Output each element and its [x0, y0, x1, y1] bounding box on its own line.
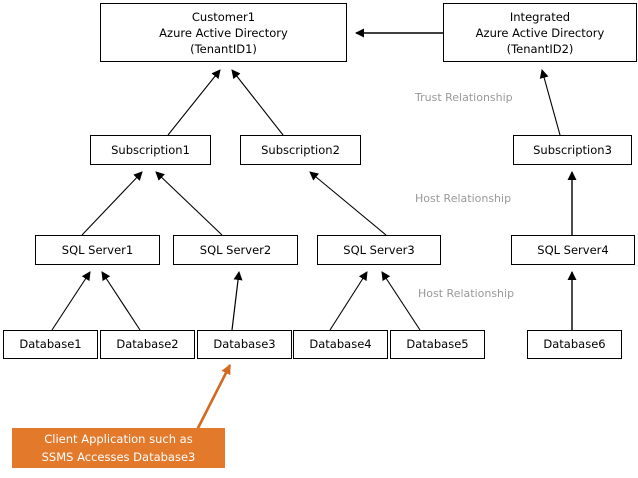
node-database2-label: Database2 — [116, 337, 179, 351]
node-integrated-aad-line1: Integrated — [509, 9, 571, 24]
node-database4-label: Database4 — [309, 337, 372, 351]
edge-sqlserver1-to-subscription1 — [81, 171, 143, 236]
edge-sqlserver3-to-subscription2 — [309, 171, 387, 236]
edge-label-trust-relationship: Trust Relationship — [415, 91, 513, 104]
node-subscription3-label: Subscription3 — [533, 142, 612, 157]
node-sql-server1-label: SQL Server1 — [61, 242, 134, 257]
edge-subscription1-to-customer — [167, 69, 221, 136]
node-integrated-aad-line2: Azure Active Directory — [475, 25, 605, 40]
node-customer-aad-line1: Customer1 — [191, 9, 256, 24]
node-database4[interactable]: Database4 — [293, 330, 388, 359]
node-sql-server3-label: SQL Server3 — [343, 242, 415, 257]
edge-database5-to-sqlserver3 — [381, 271, 421, 331]
node-integrated-aad[interactable]: Integrated Azure Active Directory (Tenan… — [443, 3, 637, 62]
node-database5[interactable]: Database5 — [390, 330, 485, 359]
node-database6[interactable]: Database6 — [527, 330, 622, 359]
edge-subscription3-to-integrated — [539, 69, 561, 136]
node-subscription3[interactable]: Subscription3 — [513, 135, 632, 165]
node-customer-aad-line3: (TenantID1) — [190, 41, 257, 56]
node-database5-label: Database5 — [406, 337, 469, 351]
node-subscription2[interactable]: Subscription2 — [240, 135, 361, 165]
edge-sqlserver2-to-subscription1 — [155, 171, 223, 236]
edge-label-host-relationship-lower: Host Relationship — [418, 287, 515, 300]
node-sql-server2[interactable]: SQL Server2 — [173, 235, 298, 265]
node-sql-server4-label: SQL Server4 — [537, 242, 609, 257]
edge-callout-to-database3 — [194, 364, 232, 433]
edge-database2-to-sqlserver1 — [101, 271, 141, 331]
edge-label-host-relationship-upper: Host Relationship — [415, 192, 512, 205]
node-sql-server3[interactable]: SQL Server3 — [317, 235, 441, 265]
node-subscription1[interactable]: Subscription1 — [90, 135, 211, 165]
node-customer-aad-line2: Azure Active Directory — [159, 25, 288, 40]
callout-line2: SSMS Accesses Database3 — [41, 450, 196, 464]
node-database6-label: Database6 — [543, 337, 606, 351]
node-sql-server1[interactable]: SQL Server1 — [35, 235, 160, 265]
node-database2[interactable]: Database2 — [100, 330, 195, 359]
node-sql-server4[interactable]: SQL Server4 — [511, 235, 635, 265]
edge-database1-to-sqlserver1 — [51, 271, 91, 331]
node-sql-server2-label: SQL Server2 — [199, 242, 272, 257]
node-customer-aad[interactable]: Customer1 Azure Active Directory (Tenant… — [100, 3, 347, 62]
callout-line1: Client Application such as — [44, 432, 193, 446]
edge-database3-to-sqlserver2 — [231, 271, 243, 331]
node-database3[interactable]: Database3 — [197, 330, 292, 359]
node-database1-label: Database1 — [19, 337, 82, 351]
edge-subscription2-to-customer — [231, 69, 284, 136]
node-subscription1-label: Subscription1 — [111, 142, 190, 157]
node-database1[interactable]: Database1 — [3, 330, 98, 359]
node-subscription2-label: Subscription2 — [261, 142, 340, 157]
edge-database4-to-sqlserver3 — [329, 271, 368, 331]
node-database3-label: Database3 — [213, 337, 276, 351]
callout-client-application[interactable]: Client Application such as SSMS Accesses… — [12, 428, 225, 468]
node-integrated-aad-line3: (TenantID2) — [506, 41, 574, 56]
